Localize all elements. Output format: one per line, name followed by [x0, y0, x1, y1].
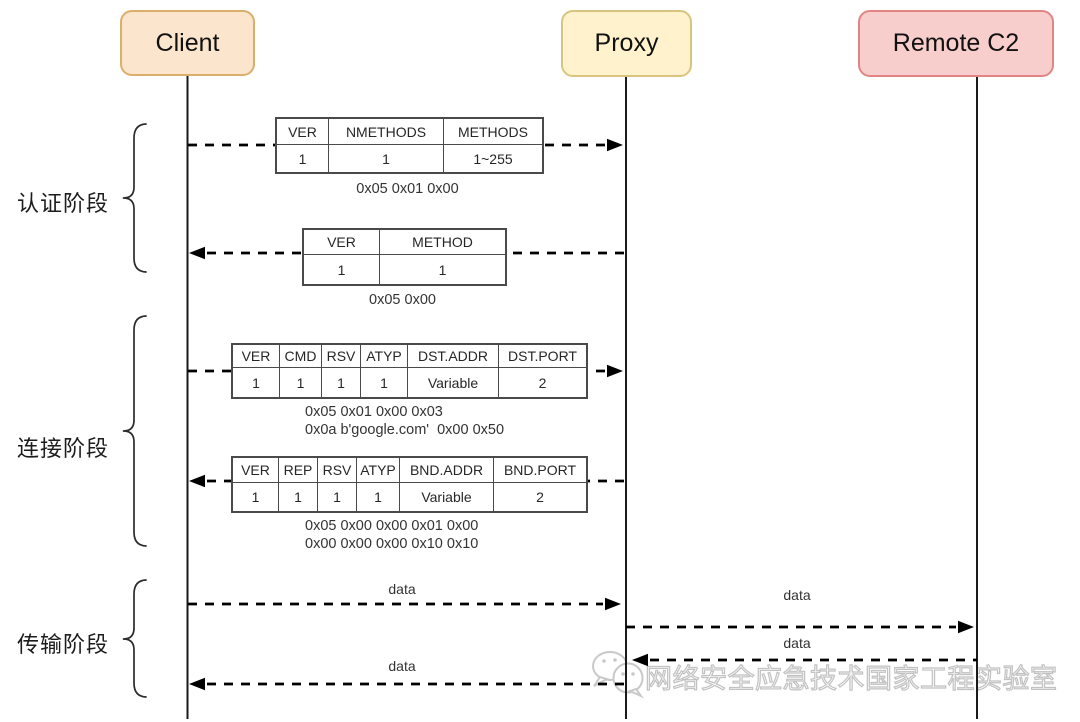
data-label-remote-proxy: data: [783, 635, 811, 651]
table-header-cell: REP: [279, 458, 318, 483]
table-value-cell: Variable: [400, 483, 494, 511]
table-value-cell: Variable: [408, 368, 499, 397]
phase-label-connect: 连接阶段: [17, 436, 110, 461]
table-value-cell: 1: [233, 368, 280, 397]
table-value-cell: 2: [536, 489, 544, 505]
actor-remote-c2: Remote C2: [858, 10, 1054, 77]
table-header-cell: RSV: [318, 458, 357, 483]
table-header-cell: BND.PORT: [494, 458, 586, 483]
table-header-cell: NMETHODS: [329, 119, 444, 145]
brace-auth-phase: [122, 123, 147, 273]
table-value-cell: 1: [322, 368, 361, 397]
table-value-cell: 1: [277, 145, 329, 172]
arrowhead-connect-reply: [189, 474, 205, 488]
data-label-proxy-remote: data: [783, 587, 811, 603]
table-header-cell: ATYP: [361, 345, 408, 368]
table-value-cell: 1: [304, 255, 380, 284]
table-header-cell: VER: [233, 345, 280, 368]
table-header-cell: DST.PORT: [499, 345, 586, 368]
arrowhead-connect-request: [607, 364, 623, 378]
actor-proxy-label: Proxy: [594, 29, 659, 57]
caption-connect-reply-line1: 0x05 0x00 0x00 0x01 0x00: [305, 518, 479, 534]
table-header-cell: VER: [277, 119, 329, 145]
table-value-cell: 1: [329, 145, 444, 172]
table-value-cell: 1: [357, 483, 400, 511]
arrowhead-data-remote-proxy: [632, 653, 648, 667]
actor-proxy: Proxy: [561, 10, 692, 77]
table-value-cell: 1: [361, 368, 408, 397]
watermark-text: 网络安全应急技术国家工程实验室: [644, 663, 1058, 694]
packet-table-connect-reply: VER REP RSV ATYP BND.ADDR BND.PORT 1 1 1…: [231, 456, 588, 513]
actor-remote-c2-label: Remote C2: [892, 29, 1020, 57]
arrowhead-data-client-proxy: [605, 597, 621, 611]
arrowhead-data-proxy-client: [189, 677, 205, 691]
table-header-cell: VER: [304, 230, 380, 255]
table-header-cell: METHODS: [444, 119, 542, 145]
caption-auth-reply: 0x05 0x00: [369, 292, 436, 308]
table-value-cell: 1: [318, 483, 357, 511]
packet-table-auth-request: VER NMETHODS METHODS 1 1 1~255: [275, 117, 544, 174]
brace-transfer-phase: [122, 579, 147, 698]
table-header-cell: BND.ADDR: [400, 458, 494, 483]
arrowhead-data-proxy-remote: [958, 620, 974, 634]
actor-client: Client: [120, 10, 255, 76]
data-label-client-proxy: data: [388, 581, 416, 597]
packet-table-auth-reply: VER METHOD 1 1: [302, 228, 507, 286]
table-value-cell: 1: [233, 483, 279, 511]
table-header-cell: METHOD: [380, 230, 505, 255]
phase-label-auth: 认证阶段: [17, 191, 110, 216]
packet-table-connect-request: VER CMD RSV ATYP DST.ADDR DST.PORT 1 1 1…: [231, 343, 588, 399]
arrowhead-auth-request: [607, 138, 623, 152]
table-header-cell: VER: [233, 458, 279, 483]
caption-connect-reply-line2: 0x00 0x00 0x00 0x10 0x10: [305, 536, 479, 552]
brace-connect-phase: [122, 315, 147, 547]
table-value-cell: 1: [279, 483, 318, 511]
caption-connect-request-line2: 0x0a b'google.com' 0x00 0x50: [305, 422, 505, 438]
caption-connect-request-line1: 0x05 0x01 0x00 0x03: [305, 404, 443, 420]
table-header-cell: ATYP: [357, 458, 400, 483]
table-header-cell: RSV: [322, 345, 361, 368]
data-label-proxy-client: data: [388, 658, 416, 674]
table-value-cell: 1~255: [473, 150, 513, 167]
table-value-cell: 1: [438, 261, 447, 278]
table-value-cell: 1: [280, 368, 322, 397]
table-header-cell: DST.ADDR: [408, 345, 499, 368]
arrowhead-auth-reply: [189, 246, 205, 260]
actor-client-label: Client: [155, 28, 220, 57]
caption-auth-request: 0x05 0x01 0x00: [356, 181, 459, 197]
table-value-cell: 2: [538, 374, 547, 391]
table-header-cell: CMD: [280, 345, 322, 368]
phase-label-transfer: 传输阶段: [17, 632, 110, 657]
